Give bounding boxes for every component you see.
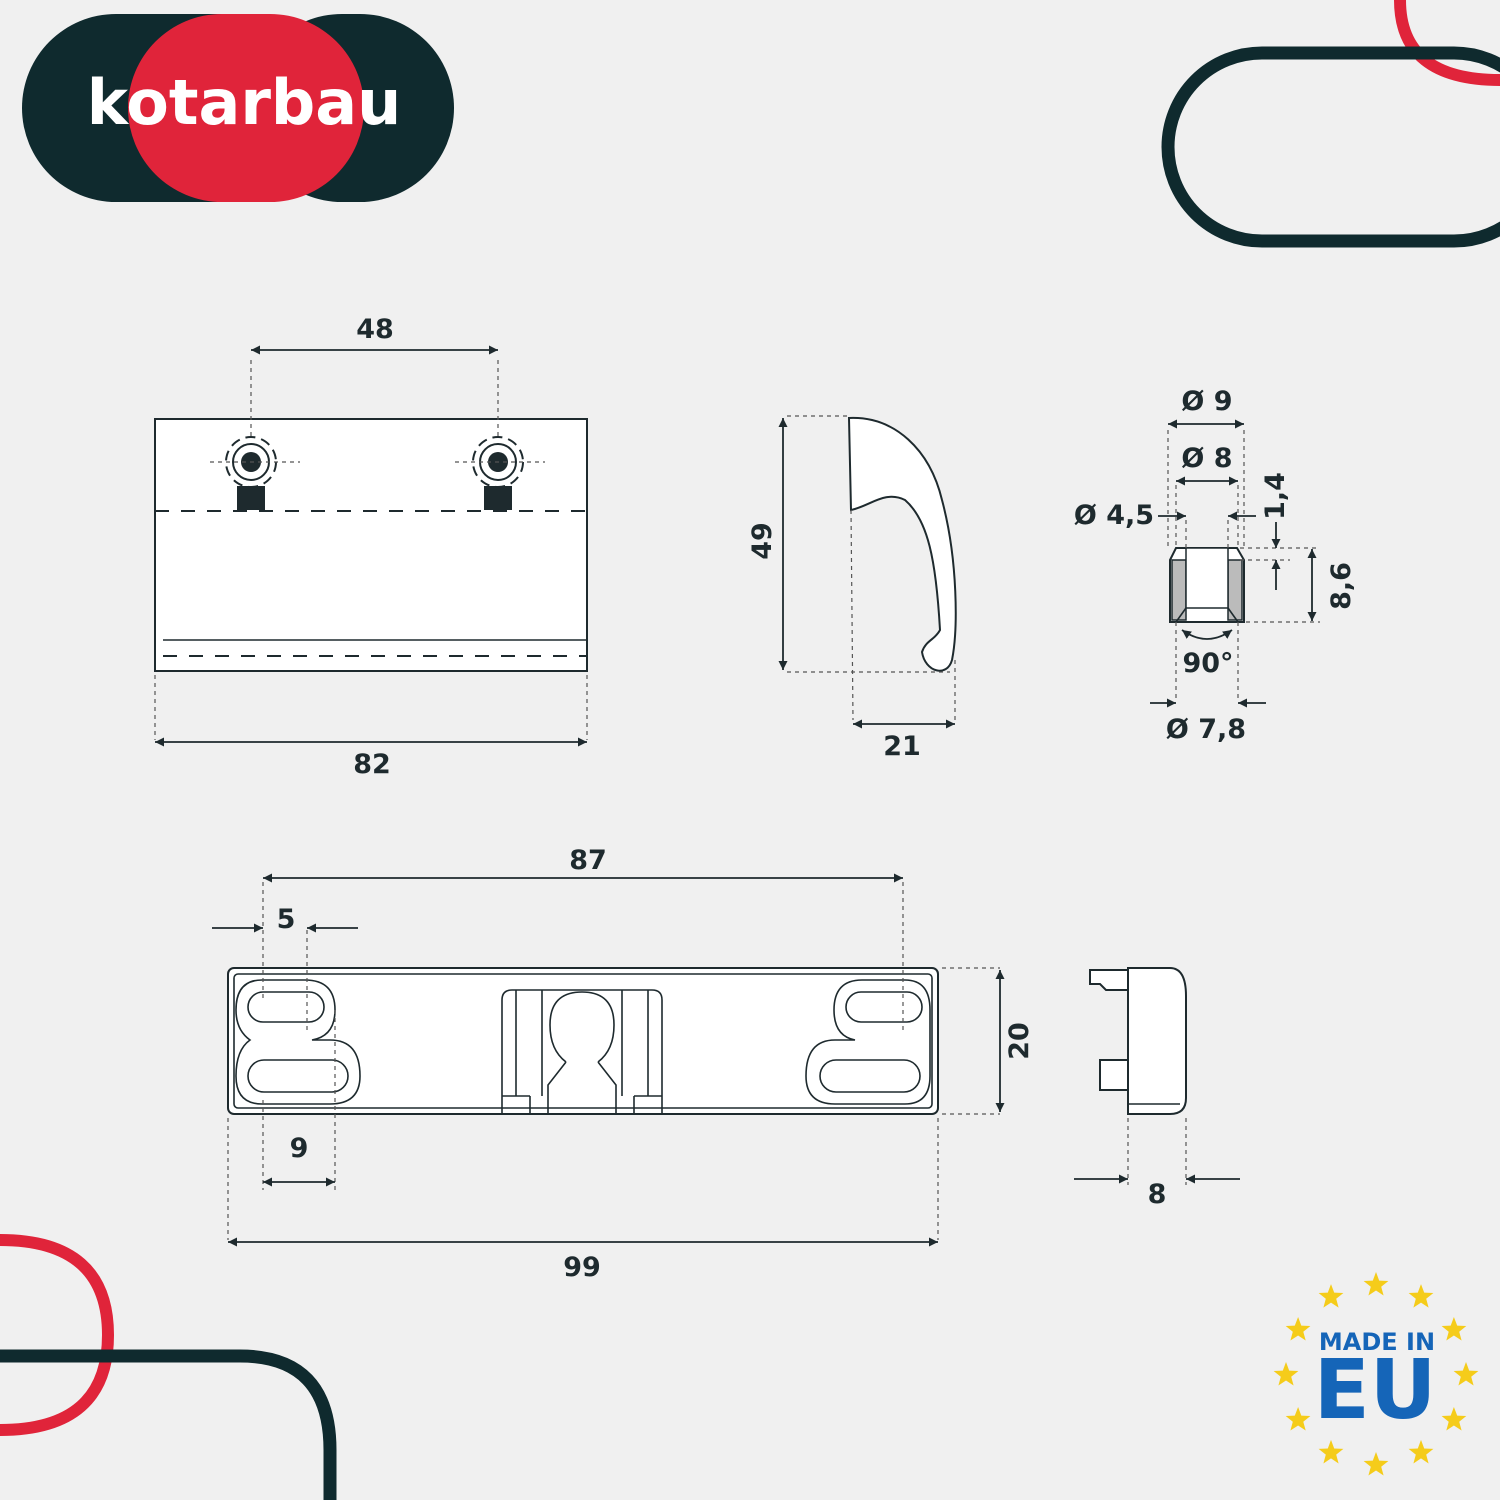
eu-star-icon (1363, 1272, 1389, 1296)
dim-insert-height: 8,6 (1326, 562, 1357, 610)
dim-handle-depth: 21 (883, 731, 921, 762)
brand-logo-text: kotarbau (87, 66, 402, 139)
dim-base-depth: 8 (1148, 1179, 1167, 1210)
mounting-hole-right (455, 360, 545, 510)
insert-section-view: Ø 9 Ø 8 Ø 4,5 1,4 8,6 90° Ø 7,8 (1074, 386, 1357, 745)
eu-star-icon (1285, 1407, 1311, 1431)
base-plate-front-view: 87 5 9 99 20 (212, 845, 1035, 1283)
eu-star-icon (1285, 1317, 1311, 1341)
badge-eu: EU (1314, 1343, 1437, 1438)
decor-top-right-loops (1161, 0, 1500, 248)
made-in-eu-badge: MADE IN EU (1273, 1272, 1479, 1476)
dim-inner-top: Ø 8 (1181, 443, 1232, 474)
badge-made-in: MADE IN (1319, 1328, 1435, 1356)
eu-star-icon (1363, 1452, 1389, 1476)
dim-hole-spacing: 48 (356, 314, 394, 345)
eu-star-icon (1318, 1439, 1344, 1464)
dim-base-length: 99 (563, 1252, 601, 1283)
dim-bore: Ø 4,5 (1074, 500, 1154, 531)
eu-star-icon (1441, 1317, 1467, 1341)
dim-outer-bottom: Ø 7,8 (1166, 714, 1246, 745)
dim-handle-height: 49 (747, 522, 778, 560)
eu-star-icon (1441, 1407, 1467, 1431)
dim-slot: 9 (290, 1133, 309, 1164)
dim-step: 1,4 (1260, 472, 1291, 520)
dim-slot-spacing: 87 (569, 845, 607, 876)
eu-star-icon (1408, 1439, 1434, 1464)
eu-star-icon (1273, 1362, 1299, 1386)
eu-star-icon (1453, 1362, 1479, 1386)
base-plate-side-view: 8 (1074, 967, 1240, 1210)
dim-angle: 90° (1182, 648, 1233, 679)
dim-edge: 5 (277, 904, 296, 935)
dim-handle-width: 82 (353, 749, 391, 780)
handle-side-view: 49 21 (747, 415, 957, 762)
dim-base-height: 20 (1004, 1022, 1035, 1060)
dim-outer-top: Ø 9 (1181, 386, 1232, 417)
eu-stars (1273, 1272, 1479, 1476)
handle-front-view: 48 82 (154, 314, 588, 780)
eu-star-icon (1318, 1284, 1344, 1308)
decor-bottom-left-loops (0, 1234, 337, 1500)
brand-logo: kotarbau (22, 14, 454, 202)
mounting-hole-left (210, 360, 300, 510)
eu-star-icon (1408, 1284, 1434, 1308)
keyhole-block (501, 989, 663, 1114)
